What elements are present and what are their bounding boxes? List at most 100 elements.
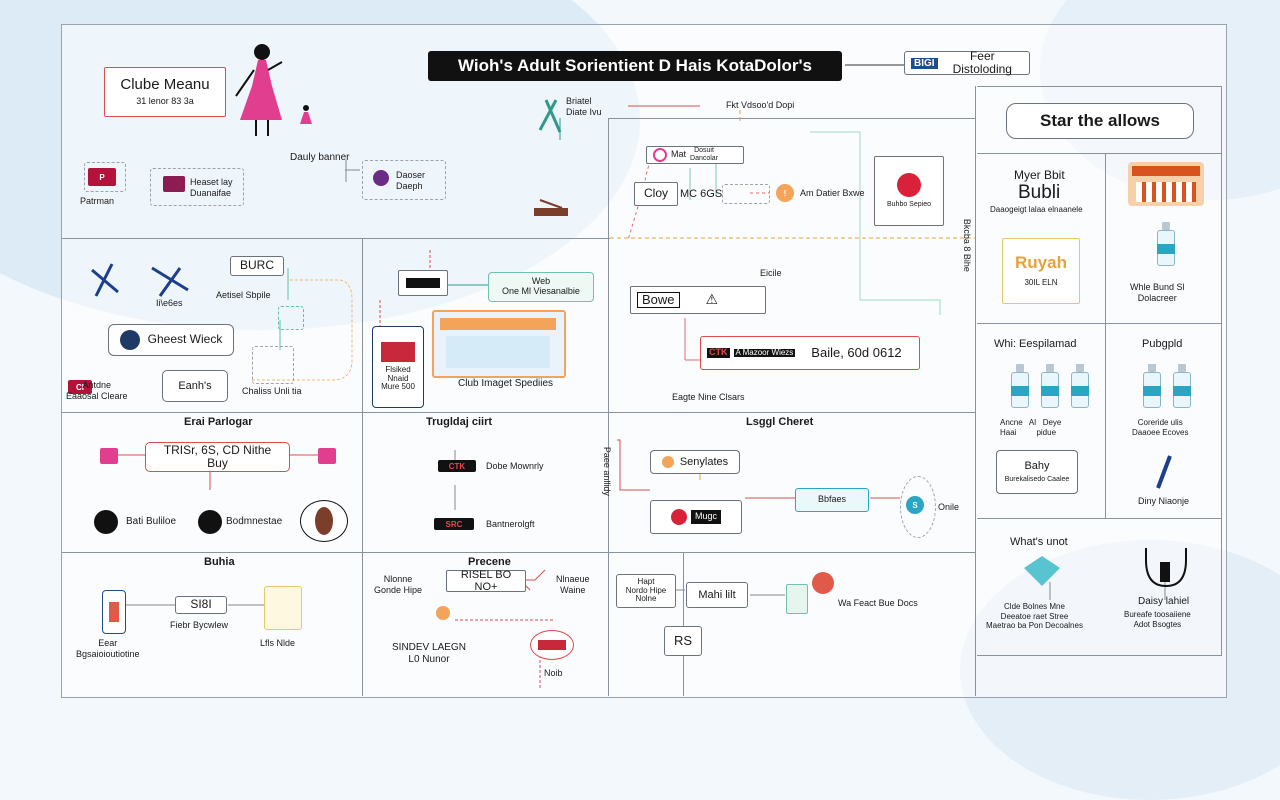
chaliss-label: Chaliss Unli tia [242, 386, 302, 396]
cloy-code: MC 6GS [680, 188, 723, 200]
bottle-icon [1156, 222, 1176, 266]
figure-icon-left [100, 448, 118, 464]
heaset-label: Heaset lay Duanaifae [190, 177, 233, 198]
heaset-swatch [163, 176, 185, 192]
nolb-chip [538, 640, 566, 650]
act-chip: CTK [707, 347, 730, 358]
antdne-label: Antdne Eaaosal Cleare [66, 380, 128, 401]
myer-top: Myer Bbit [1014, 168, 1065, 182]
sibt-box: SI8I [175, 596, 227, 614]
bodonen-icon [198, 510, 222, 534]
menu-item-box [398, 270, 448, 296]
senylates-label: Senylates [679, 455, 729, 468]
patrman-label: Patrman [80, 196, 115, 206]
cloy-box: Cloy [634, 182, 678, 206]
gheest-label: Gheest Wieck [147, 332, 223, 347]
star-the-allows-button[interactable]: Star the allows [1006, 103, 1194, 139]
club-menu-subtitle: 31 lenor 83 3a [136, 95, 194, 106]
daisy-icon [1145, 548, 1187, 588]
bottle-icon-4 [1142, 364, 1162, 408]
whats-title: What's unot [1010, 536, 1068, 548]
bank-label: Bantnerolgft [486, 519, 535, 529]
mugc-icon [670, 509, 687, 525]
whi-label: Ancne Al Deye Haai pidue [1000, 418, 1062, 437]
warning-icon: ⚠ [705, 291, 719, 308]
daisy-title: Daisy lahiel [1138, 596, 1190, 607]
bati-label: Bati Buliloe [126, 516, 177, 527]
lfls-card [264, 586, 302, 630]
ruyah-title: Ruyah [1015, 253, 1067, 273]
checklist-icon [278, 306, 304, 330]
pen-icons [91, 263, 189, 297]
dobe-chip: CTK [438, 460, 476, 472]
antdne-badge: CI [68, 380, 92, 394]
buhbo-card: Buhbo Sepieo [874, 156, 944, 226]
bahy-sub: Burekalisedo Caalee [1004, 476, 1070, 484]
mat-text: Dosuit Dancolar [690, 147, 719, 162]
mat-icon [653, 148, 667, 162]
wafr-card [786, 584, 808, 614]
diny-label: Diny Niaonje [1138, 496, 1190, 506]
bati-icon [94, 510, 118, 534]
mahi-box: Mahi lilt [686, 582, 748, 608]
buhia-heading: Buhia [204, 556, 235, 568]
myer-big: Bubli [1018, 182, 1061, 203]
nolb-card [530, 630, 574, 660]
web-box: Web One Ml Viesanalbie [488, 272, 594, 302]
senylates-box: Senylates [650, 450, 740, 474]
fisked-label: Flsiked Nnaid Mure 500 [381, 364, 415, 392]
dobe-label: Dobe Mownrly [486, 461, 544, 471]
club-menu-title: Clube Meanu [120, 76, 210, 94]
bahy-title: Bahy [1024, 460, 1050, 473]
leggr-heading: Lsggl Cheret [746, 416, 814, 428]
brush-icon [1156, 455, 1172, 489]
trisl-box: TRISr, 6S, CD Nithe Buy [145, 442, 290, 472]
red-line-label: Fkt Vdsoo'd Dopi [726, 100, 795, 110]
nlower-label: Nlnaeue Waine [556, 574, 590, 595]
mat-box: Mat Dosuit Dancolar [646, 146, 744, 164]
distoloding-label: Feer Distoloding [952, 48, 1012, 76]
antisi-label: Aetisel Sbpile [216, 290, 271, 300]
fisked-icon [381, 341, 415, 362]
gheest-box: Gheest Wieck [108, 324, 234, 356]
whats-label: Clde Bolnes Mne Deeatoe raet Stree Maetr… [986, 602, 1083, 631]
buhbo-icon [897, 173, 921, 198]
fisked-card: Flsiked Nnaid Mure 500 [372, 326, 424, 408]
bottle-icon-3 [1070, 364, 1090, 408]
woman-figure-icon [235, 44, 312, 136]
buhbo-label: Buhbo Sepieo [887, 201, 931, 209]
baile-box: CTK A Mazoor Wiezs Baile, 60d 0612 [700, 336, 920, 370]
ruyah-sub: 30IL ELN [1024, 277, 1058, 287]
distoloding-tag: BIGI Feer Distoloding [904, 48, 1030, 76]
act-text: A Mazoor Wiezs [733, 347, 796, 358]
mat-label: Mat [671, 149, 687, 160]
bottle-icon-5 [1172, 364, 1192, 408]
club-menu-card: Clube Meanu 31 lenor 83 3a [104, 67, 226, 117]
am-icon: ! [776, 184, 794, 202]
bbfaes-box: Bbfaes [795, 488, 869, 512]
mugc-label: Mugc [690, 510, 721, 524]
bank-chip: SRC [434, 518, 474, 530]
bodonen-label: Bodmnestae [226, 516, 283, 527]
building-icon [1128, 162, 1204, 206]
rs-box: RS [664, 626, 702, 656]
denser-label: Daoser Daeph [396, 170, 426, 191]
daily-banner-label: Dauly banner [290, 152, 350, 163]
ruyah-card: Ruyah 30IL ELN [1002, 238, 1080, 304]
lfls-label: Lfls Nlde [260, 638, 296, 648]
bear-label: Eear Bgsaioioutiotine [76, 638, 140, 659]
spray-bottle-icon [102, 590, 126, 634]
patrman-badge: P [88, 168, 116, 186]
flower-icon [812, 572, 834, 594]
whi-title: Whi: Eespilamad [994, 338, 1077, 350]
senylates-icon [661, 456, 674, 468]
bowe-box: Bowe ⚠ [630, 286, 766, 314]
earths-box: Eanh's [162, 370, 228, 402]
fieb-label: Fiebr Bycwlew [170, 620, 229, 630]
pubg-label: Coreride ulis Daaoee Ecoves [1132, 418, 1189, 437]
onile-icon: S [906, 496, 924, 514]
diagram-title: Wioh's Adult Sorientient D Hais KotaDolo… [428, 51, 842, 81]
sindev-label: SINDEV LAEGN L0 Nunor [392, 642, 466, 665]
monee-label: Nlonne Gonde Hipe [374, 574, 423, 595]
baile-label: Baile, 60d 0612 [811, 344, 902, 360]
